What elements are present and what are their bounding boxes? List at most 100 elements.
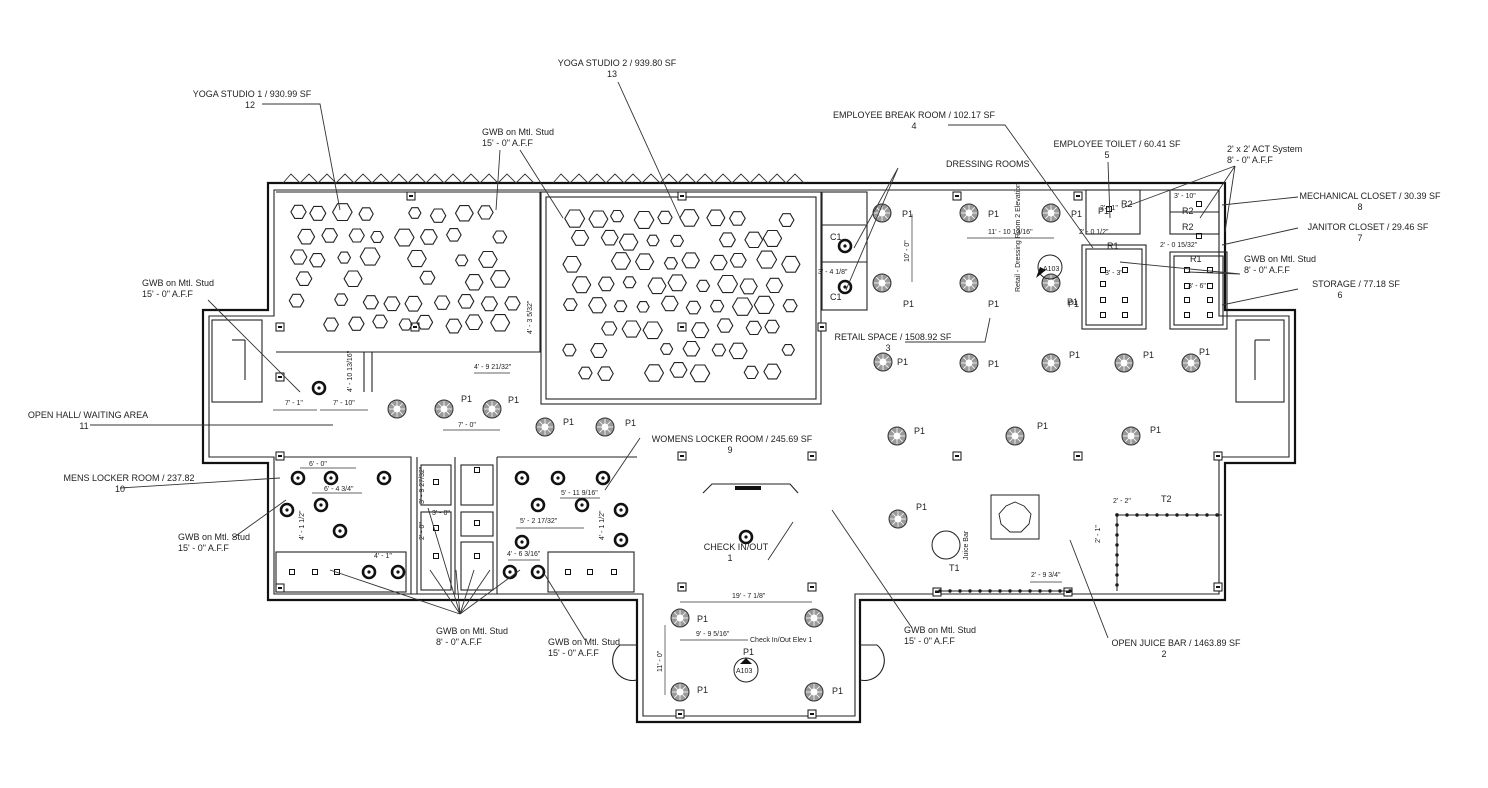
column-marker-core (413, 326, 417, 328)
pendant-tag: P1 (1071, 209, 1082, 219)
hex-panel (679, 209, 700, 227)
pendant-tag: P1 (625, 418, 636, 428)
hex-panel (618, 233, 639, 251)
column-marker-core (278, 455, 282, 457)
tag-retail-elev: Retail - Dressing Room 2 Elevation (1015, 183, 1022, 292)
hex-panel (646, 234, 660, 247)
hex-panel (728, 211, 746, 226)
square-marker (1184, 267, 1190, 273)
dim-text: 4' - 1 1/2" (299, 510, 306, 540)
hex-panel (290, 204, 307, 219)
square-marker (1184, 312, 1190, 318)
room-name-mechanical-closet: MECHANICAL CLOSET / 30.39 SF (1299, 191, 1441, 201)
column-marker-core (680, 455, 684, 457)
column-marker-core (278, 376, 282, 378)
ring-downlight (530, 497, 546, 513)
dimension-labels: 7' - 1" 7' - 10" 4' - 10 13/16" 4' - 9 2… (285, 193, 1206, 672)
hex-panel (404, 295, 423, 312)
dim-text: 4' - 10 13/16" (347, 350, 354, 392)
pendant-tag: P1 (697, 685, 708, 695)
hex-panel (711, 343, 727, 357)
pendant-fixture (595, 417, 615, 437)
note-gwb-top-2: 15' - 0" A.F.F (482, 138, 533, 148)
square-marker (474, 467, 480, 473)
column-marker-core (278, 587, 282, 589)
note-gwb-womens-1: GWB on Mtl. Stud (548, 637, 620, 647)
dim-text: 3' - 9 27/32" (419, 466, 426, 504)
pendant-tag: P1 (1150, 425, 1161, 435)
tag-t1: T1 (949, 563, 960, 573)
hex-panel (362, 295, 380, 310)
note-gwb-mens-2: 15' - 0" A.F.F (178, 543, 229, 553)
pendant-fixture (482, 399, 502, 419)
column-marker-core (810, 455, 814, 457)
ring-downlight (279, 502, 295, 518)
downlights (279, 201, 1219, 593)
hex-panel (657, 210, 673, 225)
room-number-yoga-studio-2: 13 (607, 69, 617, 79)
ring-downlight (390, 564, 406, 580)
hex-panel (308, 253, 326, 268)
pendant-fixture (959, 353, 979, 373)
hex-panel (578, 366, 593, 380)
column-marker-core (409, 195, 413, 197)
pendant-tag: P1 (988, 299, 999, 309)
room-name-break-room: EMPLOYEE BREAK ROOM / 102.17 SF (833, 110, 996, 120)
hex-panel (570, 229, 590, 246)
column-marker-core (935, 591, 939, 593)
square-marker (1106, 206, 1112, 212)
hex-panel (398, 318, 413, 331)
column-marker-core (810, 713, 814, 715)
dim-text: 2' - 0 1/2" (1079, 229, 1109, 236)
room-name-storage: STORAGE / 77.18 SF (1312, 279, 1400, 289)
note-gwb-top-1: GWB on Mtl. Stud (482, 127, 554, 137)
hex-panel (643, 364, 665, 382)
dimension-lines (273, 214, 1062, 695)
hex-panel (564, 209, 586, 228)
ring-downlight (530, 564, 546, 580)
column-marker-core (1066, 591, 1070, 593)
hex-panel (659, 343, 674, 355)
ring-downlight (311, 380, 327, 396)
column-marker-core (1216, 455, 1220, 457)
note-gwb-mens-1: GWB on Mtl. Stud (178, 532, 250, 542)
hex-panel (636, 301, 650, 313)
ring-downlight (613, 532, 629, 548)
dim-text: 5' - 2 17/32" (520, 518, 558, 525)
hex-panel (729, 252, 747, 268)
square-marker (1122, 297, 1128, 303)
hex-panel (600, 229, 619, 246)
hex-panel (370, 230, 385, 243)
pendant-tag: P1 (902, 209, 913, 219)
pendant-tag: P1 (1143, 350, 1154, 360)
note-gwb-checkin-2: 15' - 0" A.F.F (904, 636, 955, 646)
dim-text: 9' - 9 5/16" (696, 631, 730, 638)
tag-r2-janitor: R2 (1182, 222, 1194, 232)
pendant-tag: P1 (1199, 347, 1210, 357)
hex-panel (718, 232, 736, 248)
pendant-tag: P1 (988, 359, 999, 369)
hex-panel (588, 297, 607, 314)
column-marker-core (680, 195, 684, 197)
ring-downlight (361, 564, 377, 580)
ring-downlight (837, 279, 853, 295)
dim-text: 3' - 10" (1174, 193, 1196, 200)
room-number-juice-bar: 2 (1161, 649, 1166, 659)
column-marker-core (680, 326, 684, 328)
square-marker (1207, 297, 1213, 303)
pendant-tag: P1 (743, 647, 754, 657)
pendant-tag: P1 (508, 395, 519, 405)
hex-panel (492, 230, 508, 244)
note-gwb-left-1: GWB on Mtl. Stud (142, 278, 214, 288)
hex-panel (454, 254, 469, 267)
column-marker-core (1076, 455, 1080, 457)
hex-panel (634, 253, 655, 271)
tag-elevation-ref-checkin: A103 (736, 668, 752, 675)
ring-downlight (323, 470, 339, 486)
square-marker (1100, 281, 1106, 287)
square-marker (474, 553, 480, 559)
pendant-tag: P1 (988, 209, 999, 219)
hex-panel (613, 300, 628, 313)
pendant-fixture (888, 509, 908, 529)
pendant-fixture (887, 426, 907, 446)
